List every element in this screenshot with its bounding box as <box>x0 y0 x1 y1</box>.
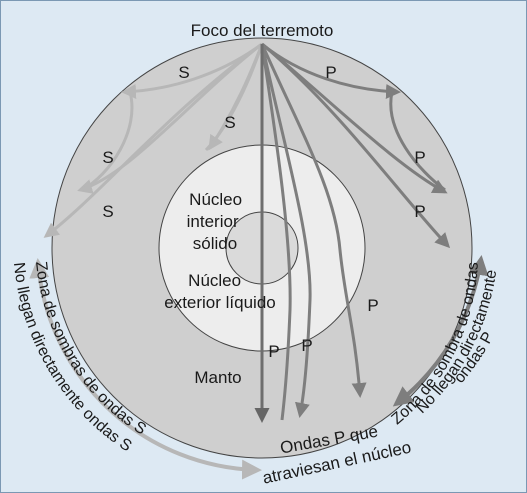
p-shadow-arrow <box>392 255 489 407</box>
focus-label: Foco del terremoto <box>191 21 334 40</box>
s-wave-label: S <box>102 202 113 221</box>
p-wave-label: P <box>414 148 425 167</box>
p-wave-label: P <box>325 63 336 82</box>
s-shadow-arrow <box>29 258 262 480</box>
s-wave-label: S <box>224 113 235 132</box>
s-wave-label: S <box>178 63 189 82</box>
p-wave-label: P <box>301 336 312 355</box>
mantle-label: Manto <box>194 368 241 387</box>
p-wave-rays <box>260 42 451 421</box>
s-wave-label: S <box>102 148 113 167</box>
inner-core-label: Núcleo interior sólido <box>187 190 247 253</box>
s-wave-rays <box>43 42 264 238</box>
p-wave-label: P <box>367 296 378 315</box>
outer-core-label: Núcleo exterior líquido <box>164 271 276 312</box>
p-wave-label: P <box>268 342 279 361</box>
p-wave-label: P <box>414 202 425 221</box>
